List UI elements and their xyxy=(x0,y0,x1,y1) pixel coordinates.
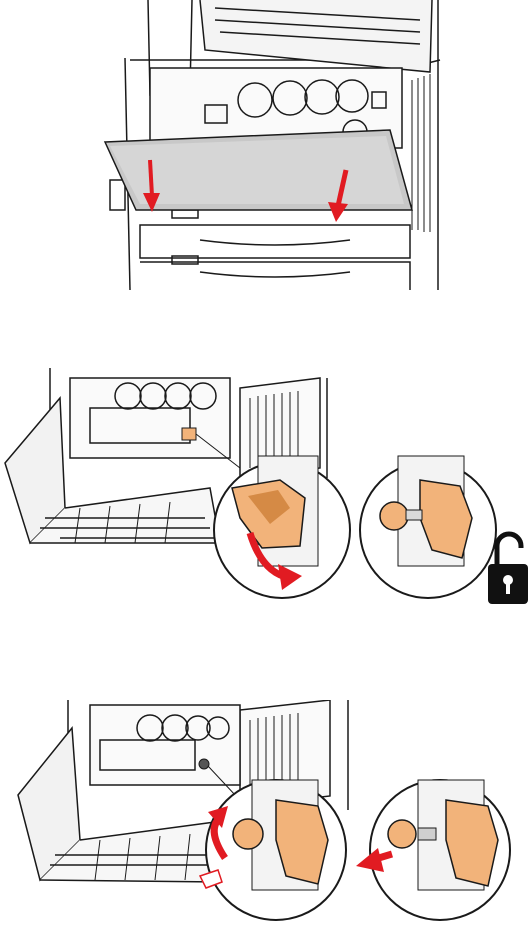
step-1-illustration xyxy=(0,0,532,290)
step-3-illustration xyxy=(0,700,532,932)
unlock-lever-drawing xyxy=(0,368,532,608)
zoom-detail-1 xyxy=(214,456,350,598)
zoom-detail-2 xyxy=(370,780,510,920)
remove-cartridge-drawing xyxy=(0,700,532,932)
printer-front-cover-open-drawing xyxy=(0,0,532,290)
step-2-illustration xyxy=(0,368,532,608)
zoom-detail-2 xyxy=(360,456,496,598)
zoom-detail-1 xyxy=(200,780,346,920)
